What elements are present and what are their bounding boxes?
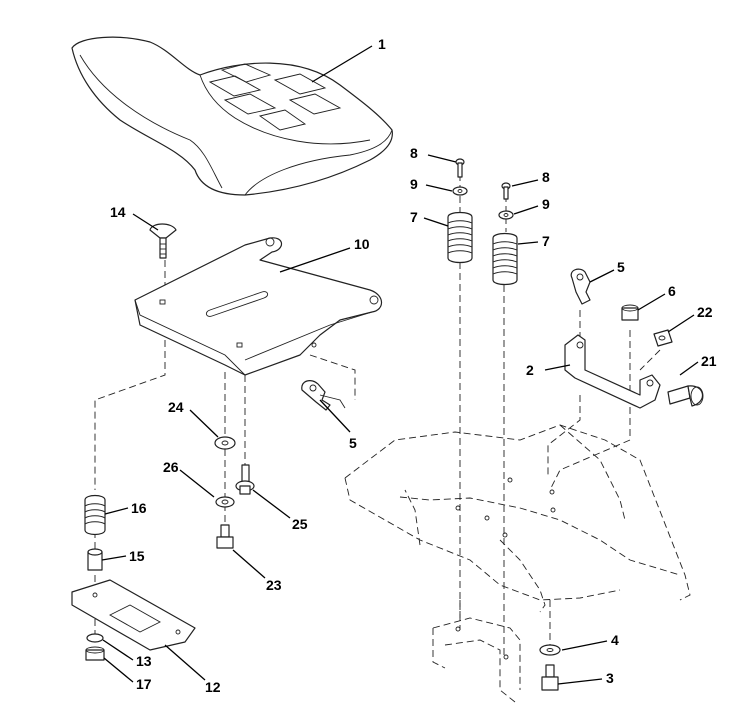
callout-23: 23 bbox=[266, 577, 282, 593]
callout-8a: 8 bbox=[410, 145, 418, 161]
callout-2: 2 bbox=[526, 362, 534, 378]
callout-7b: 7 bbox=[542, 233, 550, 249]
adjuster-bracket bbox=[564, 334, 661, 409]
hex-bolt-3 bbox=[541, 664, 559, 691]
leader-lines bbox=[101, 45, 699, 685]
callout-25: 25 bbox=[292, 516, 308, 532]
callout-15: 15 bbox=[129, 548, 145, 564]
seat bbox=[71, 36, 393, 196]
shoulder-bolt-21 bbox=[667, 385, 704, 407]
clip-right bbox=[570, 268, 591, 305]
callout-9b: 9 bbox=[542, 196, 550, 212]
bottom-plate bbox=[71, 579, 196, 651]
tractor-frame bbox=[344, 424, 691, 703]
washer-4 bbox=[539, 644, 561, 656]
callout-3: 3 bbox=[606, 670, 614, 686]
carriage-bolt bbox=[149, 223, 177, 259]
callout-26: 26 bbox=[163, 459, 179, 475]
callout-5a: 5 bbox=[349, 435, 357, 451]
spacer bbox=[87, 548, 103, 571]
callout-17: 17 bbox=[136, 676, 152, 692]
callout-16: 16 bbox=[131, 500, 147, 516]
callout-6: 6 bbox=[668, 283, 676, 299]
seat-pan bbox=[134, 237, 383, 376]
shoulder-bolt bbox=[235, 464, 255, 495]
washers-left bbox=[214, 436, 236, 508]
screws-8 bbox=[455, 158, 511, 200]
callout-14: 14 bbox=[110, 204, 126, 220]
clip-left bbox=[301, 380, 346, 411]
springs-7 bbox=[447, 211, 518, 286]
nut-22 bbox=[653, 329, 673, 347]
callout-8b: 8 bbox=[542, 169, 550, 185]
callout-labels: 1 10 14 8 9 7 8 9 7 5 6 22 2 21 5 24 26 … bbox=[110, 36, 717, 695]
nut-6 bbox=[621, 304, 639, 321]
callout-1: 1 bbox=[378, 36, 386, 52]
callout-7a: 7 bbox=[410, 209, 418, 225]
callout-12: 12 bbox=[205, 679, 221, 695]
washers-9 bbox=[452, 186, 514, 220]
callout-4: 4 bbox=[611, 632, 619, 648]
callout-5b: 5 bbox=[617, 259, 625, 275]
callout-24: 24 bbox=[168, 399, 184, 415]
callout-13: 13 bbox=[136, 653, 152, 669]
callout-21: 21 bbox=[701, 353, 717, 369]
nut-washer-bottom bbox=[85, 633, 105, 661]
spring-left bbox=[84, 494, 106, 536]
hex-bolt-left bbox=[216, 524, 234, 549]
callout-9a: 9 bbox=[410, 176, 418, 192]
callout-10: 10 bbox=[354, 236, 370, 252]
callout-22: 22 bbox=[697, 304, 713, 320]
